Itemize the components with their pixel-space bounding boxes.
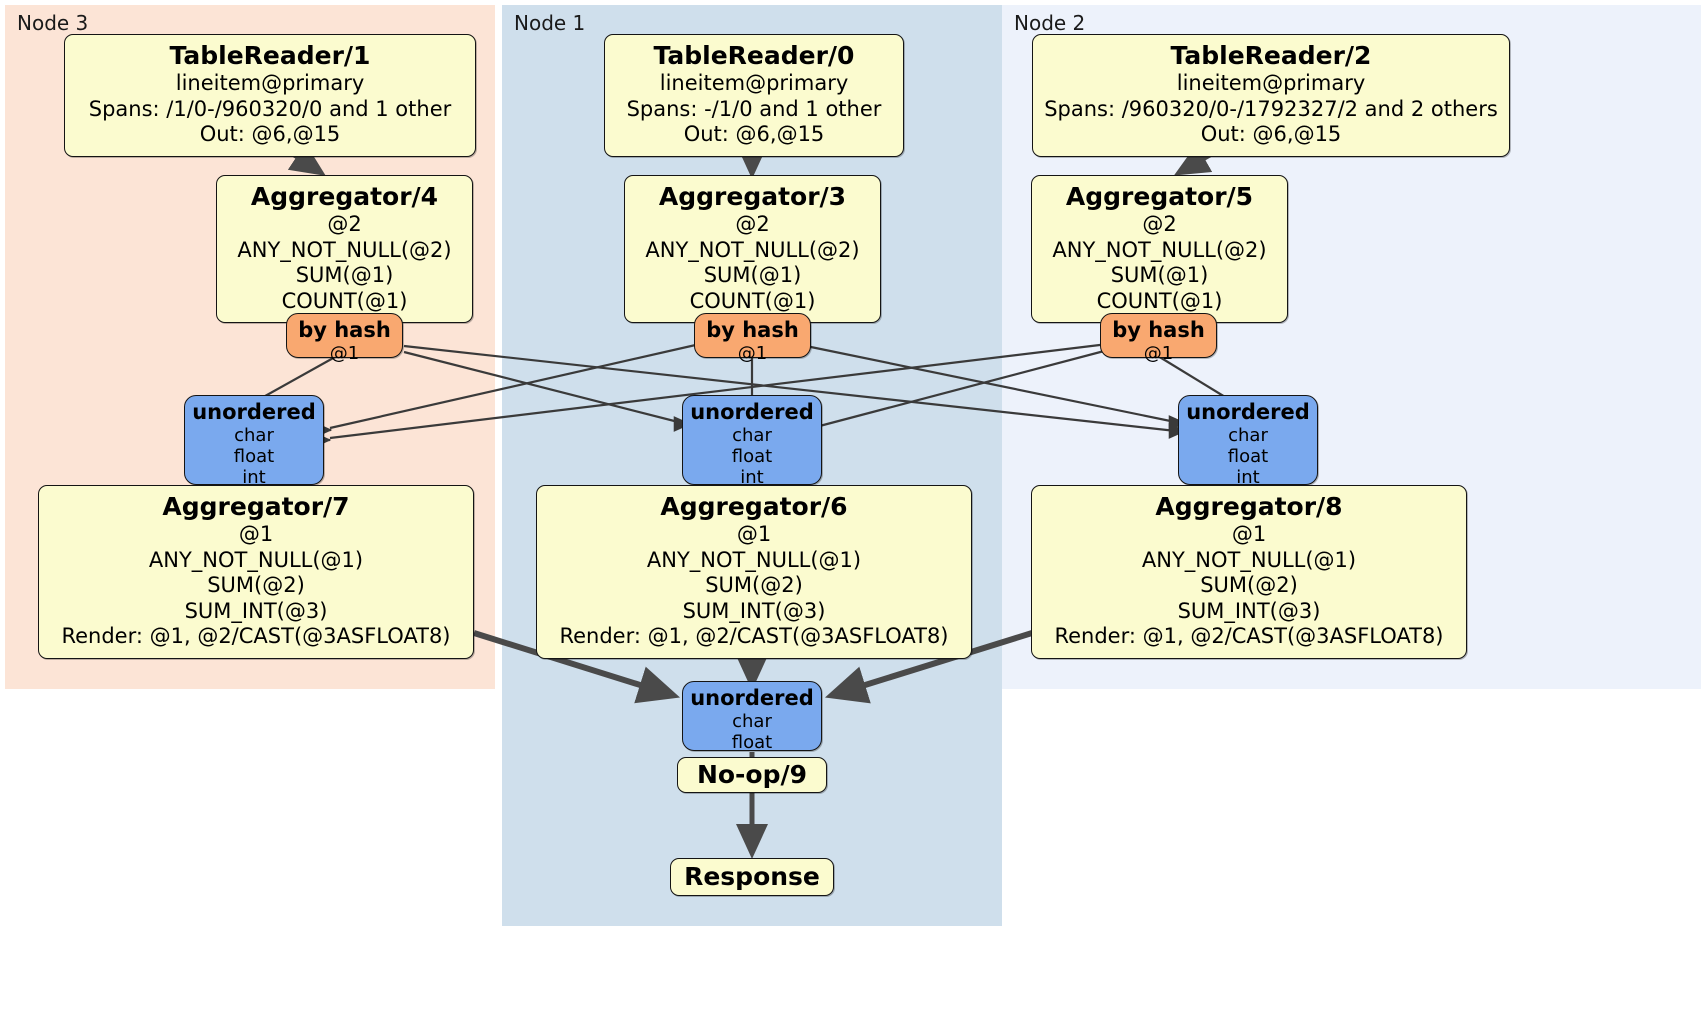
processor-tablereader-0[interactable]: TableReader/0 lineitem@primary Spans: -/… — [604, 34, 904, 157]
synchronizer-title: unordered — [1186, 400, 1310, 424]
synchronizer-type-char: char — [1228, 425, 1268, 446]
processor-detail-out: Out: @6,@15 — [199, 122, 341, 146]
processor-aggregator-5[interactable]: Aggregator/5 @2 ANY_NOT_NULL(@2) SUM(@1)… — [1031, 175, 1288, 323]
processor-tablereader-2[interactable]: TableReader/2 lineitem@primary Spans: /9… — [1032, 34, 1510, 157]
processor-detail-groupcols: @2 — [1142, 212, 1177, 236]
input-synchronizer-unordered-right[interactable]: unordered char float int — [1178, 395, 1318, 488]
processor-title: Aggregator/3 — [658, 182, 847, 211]
processor-detail-agg2: SUM(@1) — [295, 263, 394, 287]
node-region-label-node1: Node 1 — [514, 11, 586, 35]
processor-aggregator-6[interactable]: Aggregator/6 @1 ANY_NOT_NULL(@1) SUM(@2)… — [536, 485, 972, 659]
router-title: by hash — [298, 318, 391, 342]
processor-title: Aggregator/4 — [250, 182, 439, 211]
router-title: by hash — [1112, 318, 1205, 342]
processor-title: Aggregator/6 — [660, 492, 848, 521]
router-detail-cols: @1 — [1143, 343, 1174, 364]
processor-detail-agg2: SUM(@1) — [703, 263, 802, 287]
processor-title: TableReader/1 — [169, 41, 371, 70]
processor-detail-groupcols: @2 — [327, 212, 362, 236]
processor-detail-out: Out: @6,@15 — [683, 122, 825, 146]
synchronizer-type-int: int — [1236, 467, 1260, 488]
processor-detail-agg1: ANY_NOT_NULL(@1) — [646, 547, 862, 572]
router-detail-cols: @1 — [737, 343, 768, 364]
processor-title: No-op/9 — [696, 760, 808, 789]
processor-detail-agg3: SUM_INT(@3) — [682, 598, 826, 623]
input-synchronizer-unordered-center[interactable]: unordered char float int — [682, 395, 822, 488]
processor-detail-spans: Spans: -/1/0 and 1 other — [626, 96, 882, 121]
processor-aggregator-3[interactable]: Aggregator/3 @2 ANY_NOT_NULL(@2) SUM(@1)… — [624, 175, 881, 323]
processor-detail-table: lineitem@primary — [175, 71, 365, 95]
processor-aggregator-7[interactable]: Aggregator/7 @1 ANY_NOT_NULL(@1) SUM(@2)… — [38, 485, 474, 659]
router-detail-cols: @1 — [329, 343, 360, 364]
processor-detail-agg3: COUNT(@1) — [281, 288, 408, 313]
synchronizer-type-char: char — [732, 425, 772, 446]
processor-detail-render: Render: @1, @2/CAST(@3ASFLOAT8) — [61, 624, 451, 648]
processor-detail-agg1: ANY_NOT_NULL(@1) — [1141, 547, 1357, 572]
processor-no-op-9[interactable]: No-op/9 — [677, 757, 827, 793]
processor-detail-agg1: ANY_NOT_NULL(@2) — [645, 237, 860, 262]
synchronizer-type-float: float — [1227, 446, 1269, 467]
input-synchronizer-unordered-left[interactable]: unordered char float int — [184, 395, 324, 488]
processor-detail-agg1: ANY_NOT_NULL(@2) — [1052, 237, 1267, 262]
processor-detail-out: Out: @6,@15 — [1200, 122, 1342, 146]
processor-detail-groupcols: @1 — [1231, 522, 1267, 546]
processor-title: Aggregator/7 — [162, 492, 350, 521]
processor-response[interactable]: Response — [670, 858, 834, 896]
output-router-by-hash-right[interactable]: by hash @1 — [1100, 313, 1217, 364]
synchronizer-type-float: float — [233, 446, 275, 467]
processor-detail-spans: Spans: /960320/0-/1792327/2 and 2 others — [1044, 96, 1498, 121]
synchronizer-type-int: int — [740, 467, 764, 488]
processor-detail-agg3: SUM_INT(@3) — [184, 598, 328, 623]
processor-title: TableReader/0 — [653, 41, 855, 70]
output-router-by-hash-left[interactable]: by hash @1 — [286, 313, 403, 364]
synchronizer-title: unordered — [690, 686, 814, 710]
processor-detail-table: lineitem@primary — [659, 71, 849, 95]
processor-detail-agg3: COUNT(@1) — [1096, 288, 1223, 313]
synchronizer-title: unordered — [690, 400, 814, 424]
processor-detail-agg2: SUM(@2) — [1200, 573, 1298, 597]
processor-detail-agg3: COUNT(@1) — [689, 288, 816, 313]
synchronizer-type-char: char — [234, 425, 274, 446]
node-region-label-node2: Node 2 — [1014, 11, 1086, 35]
processor-detail-agg3: SUM_INT(@3) — [1177, 598, 1321, 623]
processor-detail-groupcols: @1 — [238, 522, 274, 546]
input-synchronizer-unordered-final[interactable]: unordered char float — [682, 681, 822, 753]
synchronizer-type-int: int — [242, 467, 266, 488]
output-router-by-hash-center[interactable]: by hash @1 — [694, 313, 811, 364]
processor-detail-agg2: SUM(@1) — [1110, 263, 1209, 287]
processor-detail-agg1: ANY_NOT_NULL(@1) — [148, 547, 364, 572]
processor-detail-render: Render: @1, @2/CAST(@3ASFLOAT8) — [1054, 624, 1444, 648]
processor-title: Aggregator/8 — [1155, 492, 1343, 521]
processor-tablereader-1[interactable]: TableReader/1 lineitem@primary Spans: /1… — [64, 34, 476, 157]
synchronizer-title: unordered — [192, 400, 316, 424]
processor-detail-agg2: SUM(@2) — [207, 573, 305, 597]
processor-title: Response — [684, 862, 820, 891]
node-region-label-node3: Node 3 — [17, 11, 89, 35]
synchronizer-type-float: float — [731, 732, 773, 753]
synchronizer-type-char: char — [732, 711, 772, 732]
processor-detail-agg2: SUM(@2) — [705, 573, 803, 597]
router-title: by hash — [706, 318, 799, 342]
processor-detail-render: Render: @1, @2/CAST(@3ASFLOAT8) — [559, 624, 949, 648]
processor-aggregator-8[interactable]: Aggregator/8 @1 ANY_NOT_NULL(@1) SUM(@2)… — [1031, 485, 1467, 659]
synchronizer-type-float: float — [731, 446, 773, 467]
processor-detail-spans: Spans: /1/0-/960320/0 and 1 other — [88, 96, 452, 121]
processor-aggregator-4[interactable]: Aggregator/4 @2 ANY_NOT_NULL(@2) SUM(@1)… — [216, 175, 473, 323]
processor-detail-table: lineitem@primary — [1176, 71, 1366, 95]
processor-detail-groupcols: @1 — [736, 522, 772, 546]
processor-title: Aggregator/5 — [1065, 182, 1254, 211]
processor-title: TableReader/2 — [1170, 41, 1372, 70]
processor-detail-groupcols: @2 — [735, 212, 770, 236]
processor-detail-agg1: ANY_NOT_NULL(@2) — [237, 237, 452, 262]
